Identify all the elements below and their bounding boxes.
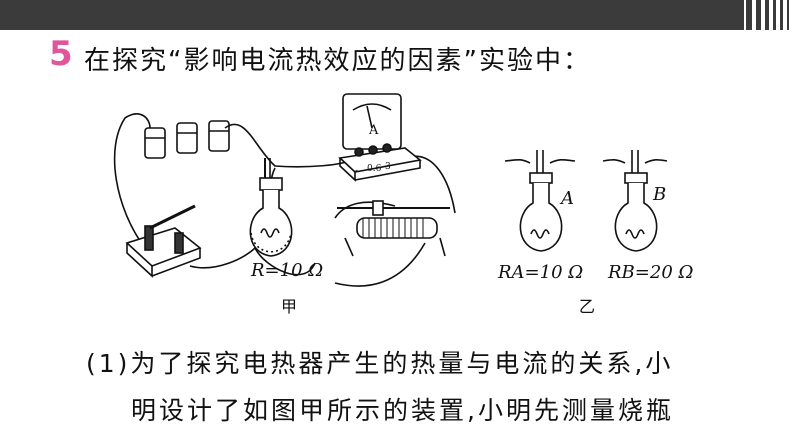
header-bar [0, 0, 744, 30]
question-title: 在探究“影响电流热效应的因素”实验中： [84, 46, 591, 76]
body-line-1: (1)为了探究电热器产生的热量与电流的关系,小 [86, 349, 674, 378]
resistance-label-b: RB=20 Ω [607, 262, 693, 283]
flask-a-letter: A [559, 188, 574, 209]
ammeter-terminal-minus: - [355, 166, 358, 176]
caption-yi: 乙 [579, 297, 595, 316]
caption-jia: 甲 [281, 297, 297, 316]
header-stripes [744, 0, 794, 30]
resistance-label-jia: R=10 Ω [250, 260, 323, 281]
ammeter-terminal-0-6: 0.6 [367, 164, 382, 174]
flask-b-letter: B [652, 184, 666, 205]
question-number: 5 [49, 34, 73, 74]
resistance-label-a: RA=10 Ω [497, 262, 583, 283]
body-line-2: 明设计了如图甲所示的装置,小明先测量烧瓶 [131, 396, 674, 425]
circuit-figure: A - 0.6 3 R=10 Ω A B RA=10 Ω RB=20 Ω 甲 乙 [113, 93, 693, 316]
ammeter-terminal-3: 3 [385, 162, 391, 172]
ammeter-letter: A [368, 123, 379, 138]
